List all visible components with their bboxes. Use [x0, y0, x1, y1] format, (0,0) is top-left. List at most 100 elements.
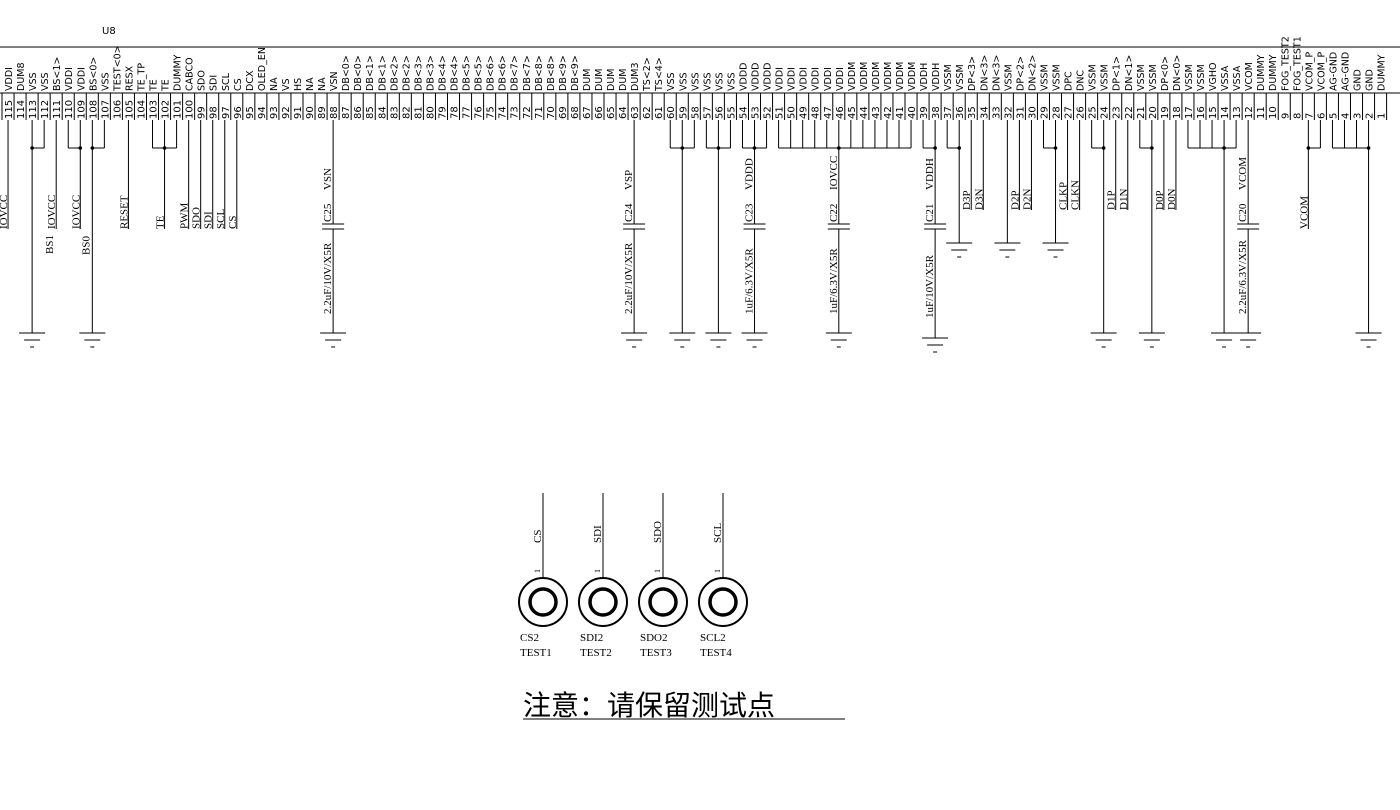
net-label: IOVCC	[0, 195, 10, 229]
pin-number: 19	[1160, 106, 1171, 119]
pin-label: VDDD	[763, 63, 774, 91]
pin-label: VDDM	[859, 62, 870, 91]
pin-number: 37	[943, 106, 954, 119]
pin-label: VDDI	[787, 67, 798, 91]
pin-number: 65	[606, 106, 617, 119]
pin-label: VSSM	[1003, 64, 1014, 91]
pin-label: DB<6>	[486, 55, 497, 91]
pin-label: AG-GND	[1340, 52, 1351, 91]
pin-label: DUM3	[630, 62, 641, 91]
pin-label: VGHO	[1208, 63, 1219, 91]
pin-number: 39	[919, 106, 930, 119]
pin-number: 78	[450, 106, 461, 119]
pin-label: BS<1>	[52, 57, 63, 91]
pin-number: 25	[1088, 106, 1099, 119]
pin-label: DUMMY	[0, 54, 3, 91]
pin-label: VSSM	[1088, 64, 1099, 91]
capacitor-ref: C24	[623, 203, 635, 222]
capacitor-ref: C22	[828, 204, 840, 222]
net-label: SDI	[203, 211, 215, 229]
pin-label: VDDD	[751, 63, 762, 91]
pin-number: 5	[1328, 113, 1339, 119]
pin-number: 94	[257, 106, 268, 119]
net-label: SCL	[712, 523, 724, 543]
capacitor-value: 2.2uF/6.3V/X5R	[1237, 239, 1249, 314]
capacitor-ref: C23	[744, 203, 756, 222]
pin-label: TE	[161, 79, 172, 92]
pin-number: 36	[955, 106, 966, 119]
pin-number: 24	[1100, 106, 1111, 119]
pin-number: 113	[28, 100, 39, 119]
pin-number: 51	[775, 106, 786, 119]
net-d1p: D1P	[1106, 120, 1118, 210]
test-point-icon	[528, 587, 558, 617]
pin-number: 53	[751, 106, 762, 119]
net-label: SCL	[215, 209, 227, 229]
pin-number: 30	[1027, 106, 1038, 119]
pin-number: 22	[1124, 106, 1135, 119]
test-point-icon	[708, 587, 738, 617]
pin-label: VS	[281, 78, 292, 91]
test-point-ref: CS2	[520, 632, 539, 644]
pin-number: 23	[1112, 106, 1123, 119]
test-point-ref: SCL2	[700, 632, 726, 644]
capacitor-value: 1uF/10V/X5R	[924, 254, 936, 318]
pin-number: 101	[173, 100, 184, 119]
pin-number: 52	[763, 106, 774, 119]
pin-number: 47	[823, 106, 834, 119]
pin-number: 42	[883, 106, 894, 119]
net-sdi: SDI	[203, 120, 215, 229]
pin-number: 49	[799, 106, 810, 119]
pin-number: 1	[1377, 113, 1388, 119]
pin-label: DPC	[1064, 71, 1075, 91]
pin-label: OLED_EN	[257, 47, 268, 91]
pin-label: DP<1>	[1112, 56, 1123, 91]
pin-label: VDDM	[907, 62, 918, 91]
net-clkn: CLKN	[1070, 120, 1082, 210]
net-d2n: D2N	[1021, 120, 1033, 210]
net-gnd	[994, 120, 1021, 258]
pin-label: DB<5>	[462, 55, 473, 91]
net-gnd	[1042, 120, 1069, 258]
pin-number: 71	[534, 106, 545, 119]
pin-number: 87	[341, 106, 352, 119]
net-label: VSN	[322, 168, 334, 190]
net-gnd	[669, 120, 696, 348]
net-d3p: D3P	[961, 120, 973, 210]
pin-label: VDDM	[883, 62, 894, 91]
pin-label: VDDI	[811, 67, 822, 91]
capacitor-value: 2.2uF/10V/X5R	[322, 242, 334, 314]
net-label: IOVCC	[46, 195, 58, 229]
net-gnd	[1138, 120, 1165, 348]
pin-label: VSSM	[1052, 64, 1063, 91]
pin-label: DB<4>	[437, 55, 448, 91]
pin-label: VSS	[714, 72, 725, 91]
pin-number: 54	[738, 106, 749, 119]
pin-number: 59	[678, 106, 689, 119]
net-alias-label: BS1	[44, 235, 56, 254]
pin-number: 99	[197, 106, 208, 119]
pin-number: 1	[593, 569, 602, 573]
pin-label: DB<3>	[413, 55, 424, 91]
pin-label: TE	[149, 79, 160, 92]
note-text: 注意：请保留测试点	[523, 690, 775, 722]
net-label: D0P	[1154, 190, 1166, 210]
pin-number: 12	[1244, 106, 1255, 119]
pin-label: VCOM_P	[1304, 51, 1315, 91]
pin-label: VDDI	[835, 67, 846, 91]
net-label: SDI	[592, 525, 604, 543]
pin-label: VSS	[702, 72, 713, 91]
pin-number: 1	[653, 569, 662, 573]
pin-number: 4	[1340, 113, 1351, 119]
pin-label: VDDH	[919, 63, 930, 91]
pin-number: 82	[401, 106, 412, 119]
pin-number: 92	[281, 106, 292, 119]
net-label: VDDH	[924, 158, 936, 190]
pin-label: DUM	[618, 69, 629, 91]
pin-label: DP<0>	[1160, 56, 1171, 91]
pin-number: 46	[835, 106, 846, 119]
pin-number: 40	[907, 106, 918, 119]
pin-number: 15	[1208, 106, 1219, 119]
